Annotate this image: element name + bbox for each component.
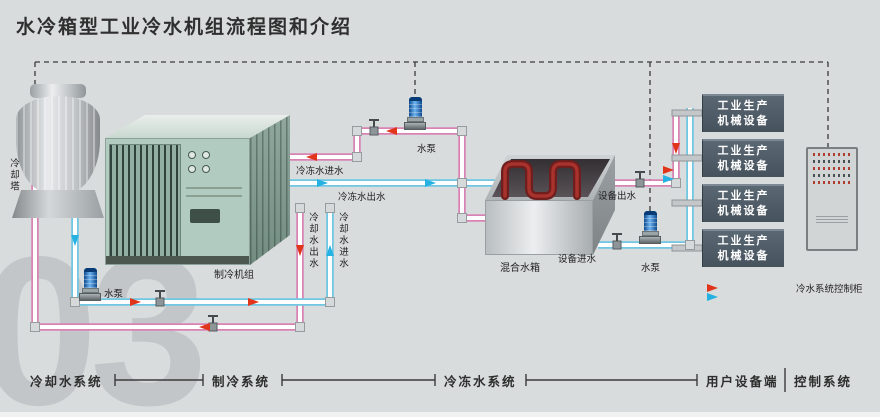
chiller-front-grille (109, 144, 181, 258)
pump-label: 水泵 (104, 289, 124, 300)
chiller-top-face (105, 115, 290, 138)
equipment-box: 工业生产 机械设备 (702, 139, 784, 177)
section-label-refrigeration: 制冷系统 (212, 375, 271, 389)
cabinet-indicator-row (813, 153, 851, 156)
equipment-box-line1: 工业生产 (717, 100, 770, 113)
section-label-user-equipment: 用户设备端 (706, 375, 779, 389)
control-dashed-lines (34, 61, 829, 212)
equipment-box-line1: 工业生产 (717, 235, 770, 248)
equipment-box-line2: 机械设备 (717, 160, 770, 172)
cooling-water-in-label: 冷却水进水 (337, 212, 348, 270)
equipment-box-line1: 工业生产 (717, 145, 770, 158)
pump-label: 水泵 (417, 144, 437, 155)
pump-neck (641, 231, 659, 236)
equipment-box: 工业生产 机械设备 (702, 184, 784, 222)
cabinet-indicator-row (813, 181, 851, 184)
panel-slot (186, 195, 242, 197)
equipment-box: 工业生产 机械设备 (702, 229, 784, 267)
chiller-label: 制冷机组 (214, 270, 254, 281)
page-title: 水冷箱型工业冷水机组流程图和介绍 (16, 17, 353, 38)
chiller-logo-badge (190, 209, 220, 223)
gauge-icon (188, 165, 196, 173)
pump-motor-icon (83, 268, 97, 288)
valve-icons (155, 119, 645, 332)
pump-motor-icon (643, 211, 657, 231)
section-dividers (114, 368, 786, 392)
chiller-base (106, 256, 249, 264)
equipment-out-label: 设备出水 (598, 191, 637, 202)
pump-neck (81, 288, 99, 293)
pump-base (639, 236, 661, 244)
cabinet-vent (816, 214, 848, 223)
control-cabinet-label: 冷水系统控制柜 (796, 284, 863, 295)
equipment-box-line1: 工业生产 (717, 190, 770, 203)
water-pump (639, 211, 661, 249)
cooling-tower (12, 84, 104, 232)
equipment-box: 工业生产 机械设备 (702, 94, 784, 132)
equipment-box-line2: 机械设备 (717, 115, 770, 127)
gauge-icon (188, 151, 196, 159)
cooling-tower-fan-housing (30, 84, 86, 98)
mixing-tank-label: 混合水箱 (500, 263, 540, 274)
cabinet-indicator-row (813, 174, 851, 177)
cooling-tower-base (12, 190, 104, 218)
pump-label: 水泵 (641, 263, 661, 274)
bottom-edge-strip (0, 412, 880, 417)
equipment-box-line2: 机械设备 (717, 205, 770, 217)
tank-front-face (485, 200, 593, 255)
equipment-box-line2: 机械设备 (717, 250, 770, 262)
section-label-control-system: 控制系统 (794, 375, 853, 389)
pump-motor-icon (408, 97, 422, 117)
mixing-tank (485, 155, 615, 255)
cabinet-indicator-row (813, 160, 851, 163)
cooling-tower-label: 冷却塔 (8, 158, 19, 193)
chiller-unit (100, 112, 295, 272)
chiller-front-panel (105, 138, 250, 265)
pump-neck (406, 117, 424, 122)
chilled-water-in-label: 冷冻水进水 (296, 166, 344, 177)
flow-arrows (71, 127, 718, 331)
section-label-cooling-water: 冷却水系统 (30, 375, 103, 389)
cooling-water-out-label: 冷却水出水 (307, 212, 318, 270)
panel-slot (186, 187, 242, 189)
pump-base (79, 293, 101, 301)
gauge-icon (202, 165, 210, 173)
equipment-in-label: 设备进水 (558, 254, 597, 265)
gauge-icon (202, 151, 210, 159)
control-cabinet (806, 147, 858, 251)
water-pump (404, 97, 426, 135)
cooling-tower-body (16, 96, 100, 194)
chilled-water-out-label: 冷冻水出水 (338, 192, 386, 203)
section-label-chilled-water: 冷冻水系统 (444, 375, 517, 389)
pump-base (404, 122, 426, 130)
cabinet-indicator-row (813, 167, 851, 170)
water-pump (79, 268, 101, 306)
